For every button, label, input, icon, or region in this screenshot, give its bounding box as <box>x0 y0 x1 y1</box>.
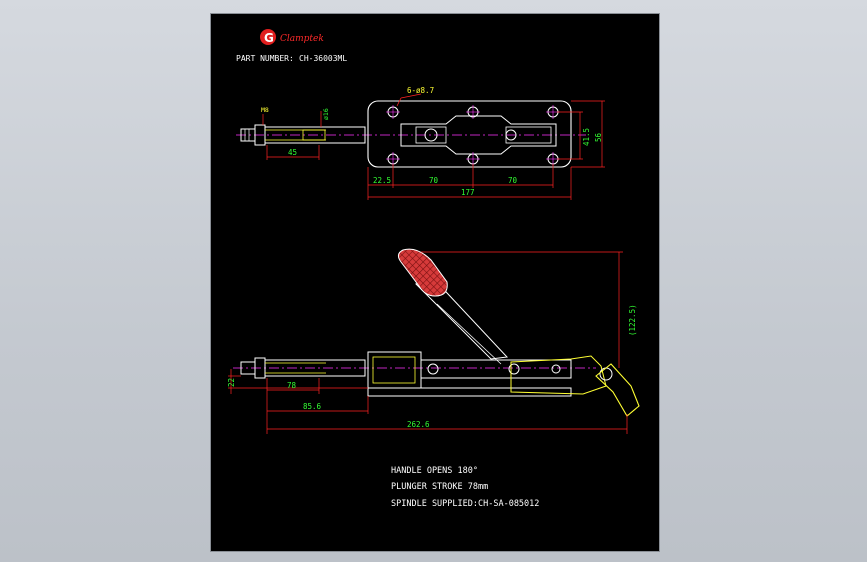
dim-total-top: 177 <box>461 188 475 197</box>
dim-rod-len: 85.6 <box>303 402 322 411</box>
plunger-rod <box>264 126 366 144</box>
pivot-bracket <box>510 355 607 395</box>
side-plunger-rod <box>264 359 366 377</box>
base-plate <box>367 100 572 168</box>
note-plunger-stroke: PLUNGER STROKE 78mm <box>391 482 488 492</box>
dim-hole3: 70 <box>508 176 518 185</box>
note-spindle: SPINDLE SUPPLIED:CH-SA-085012 <box>391 499 539 509</box>
dim-rod: 45 <box>288 148 297 157</box>
top-view: 6-ø8.7 M8 ø16 45 22.5 70 70 177 <box>236 86 605 200</box>
linkage-body <box>420 359 572 379</box>
notes: HANDLE OPENS 180° PLUNGER STROKE 78mm SP… <box>391 466 539 509</box>
handle-grip <box>397 248 448 297</box>
technical-drawing: G Clamptek PART NUMBER: CH-36003ML <box>227 29 640 509</box>
dim-stroke: 78 <box>287 381 297 390</box>
base-rail <box>367 387 572 397</box>
header: G Clamptek PART NUMBER: CH-36003ML <box>236 29 347 63</box>
dim-hole-height: 41.5 <box>582 128 591 146</box>
dim-total-side: 262.6 <box>407 420 430 429</box>
body-slot <box>400 115 557 155</box>
dim-base: 22 <box>227 378 236 387</box>
dim-hole1: 22.5 <box>373 176 391 185</box>
note-handle-opens: HANDLE OPENS 180° <box>391 466 478 476</box>
logo-circle <box>260 29 276 45</box>
dim-hole2: 70 <box>429 176 439 185</box>
logo-letter: G <box>264 31 274 45</box>
logo-name: Clamptek <box>280 34 324 44</box>
rod-diameter: ø16 <box>322 108 330 120</box>
drawing-sheet: G Clamptek PART NUMBER: CH-36003ML <box>210 13 660 552</box>
thread-label: M8 <box>261 106 269 114</box>
side-view: (122.5) 22 78 85.6 262.6 <box>227 248 640 434</box>
hole-callout: 6-ø8.7 <box>407 86 434 95</box>
part-number-label: PART NUMBER: <box>236 54 294 63</box>
dim-height: 56 <box>594 132 603 142</box>
dim-handle-height: (122.5) <box>628 304 637 336</box>
part-number-value: CH-36003ML <box>299 54 347 63</box>
